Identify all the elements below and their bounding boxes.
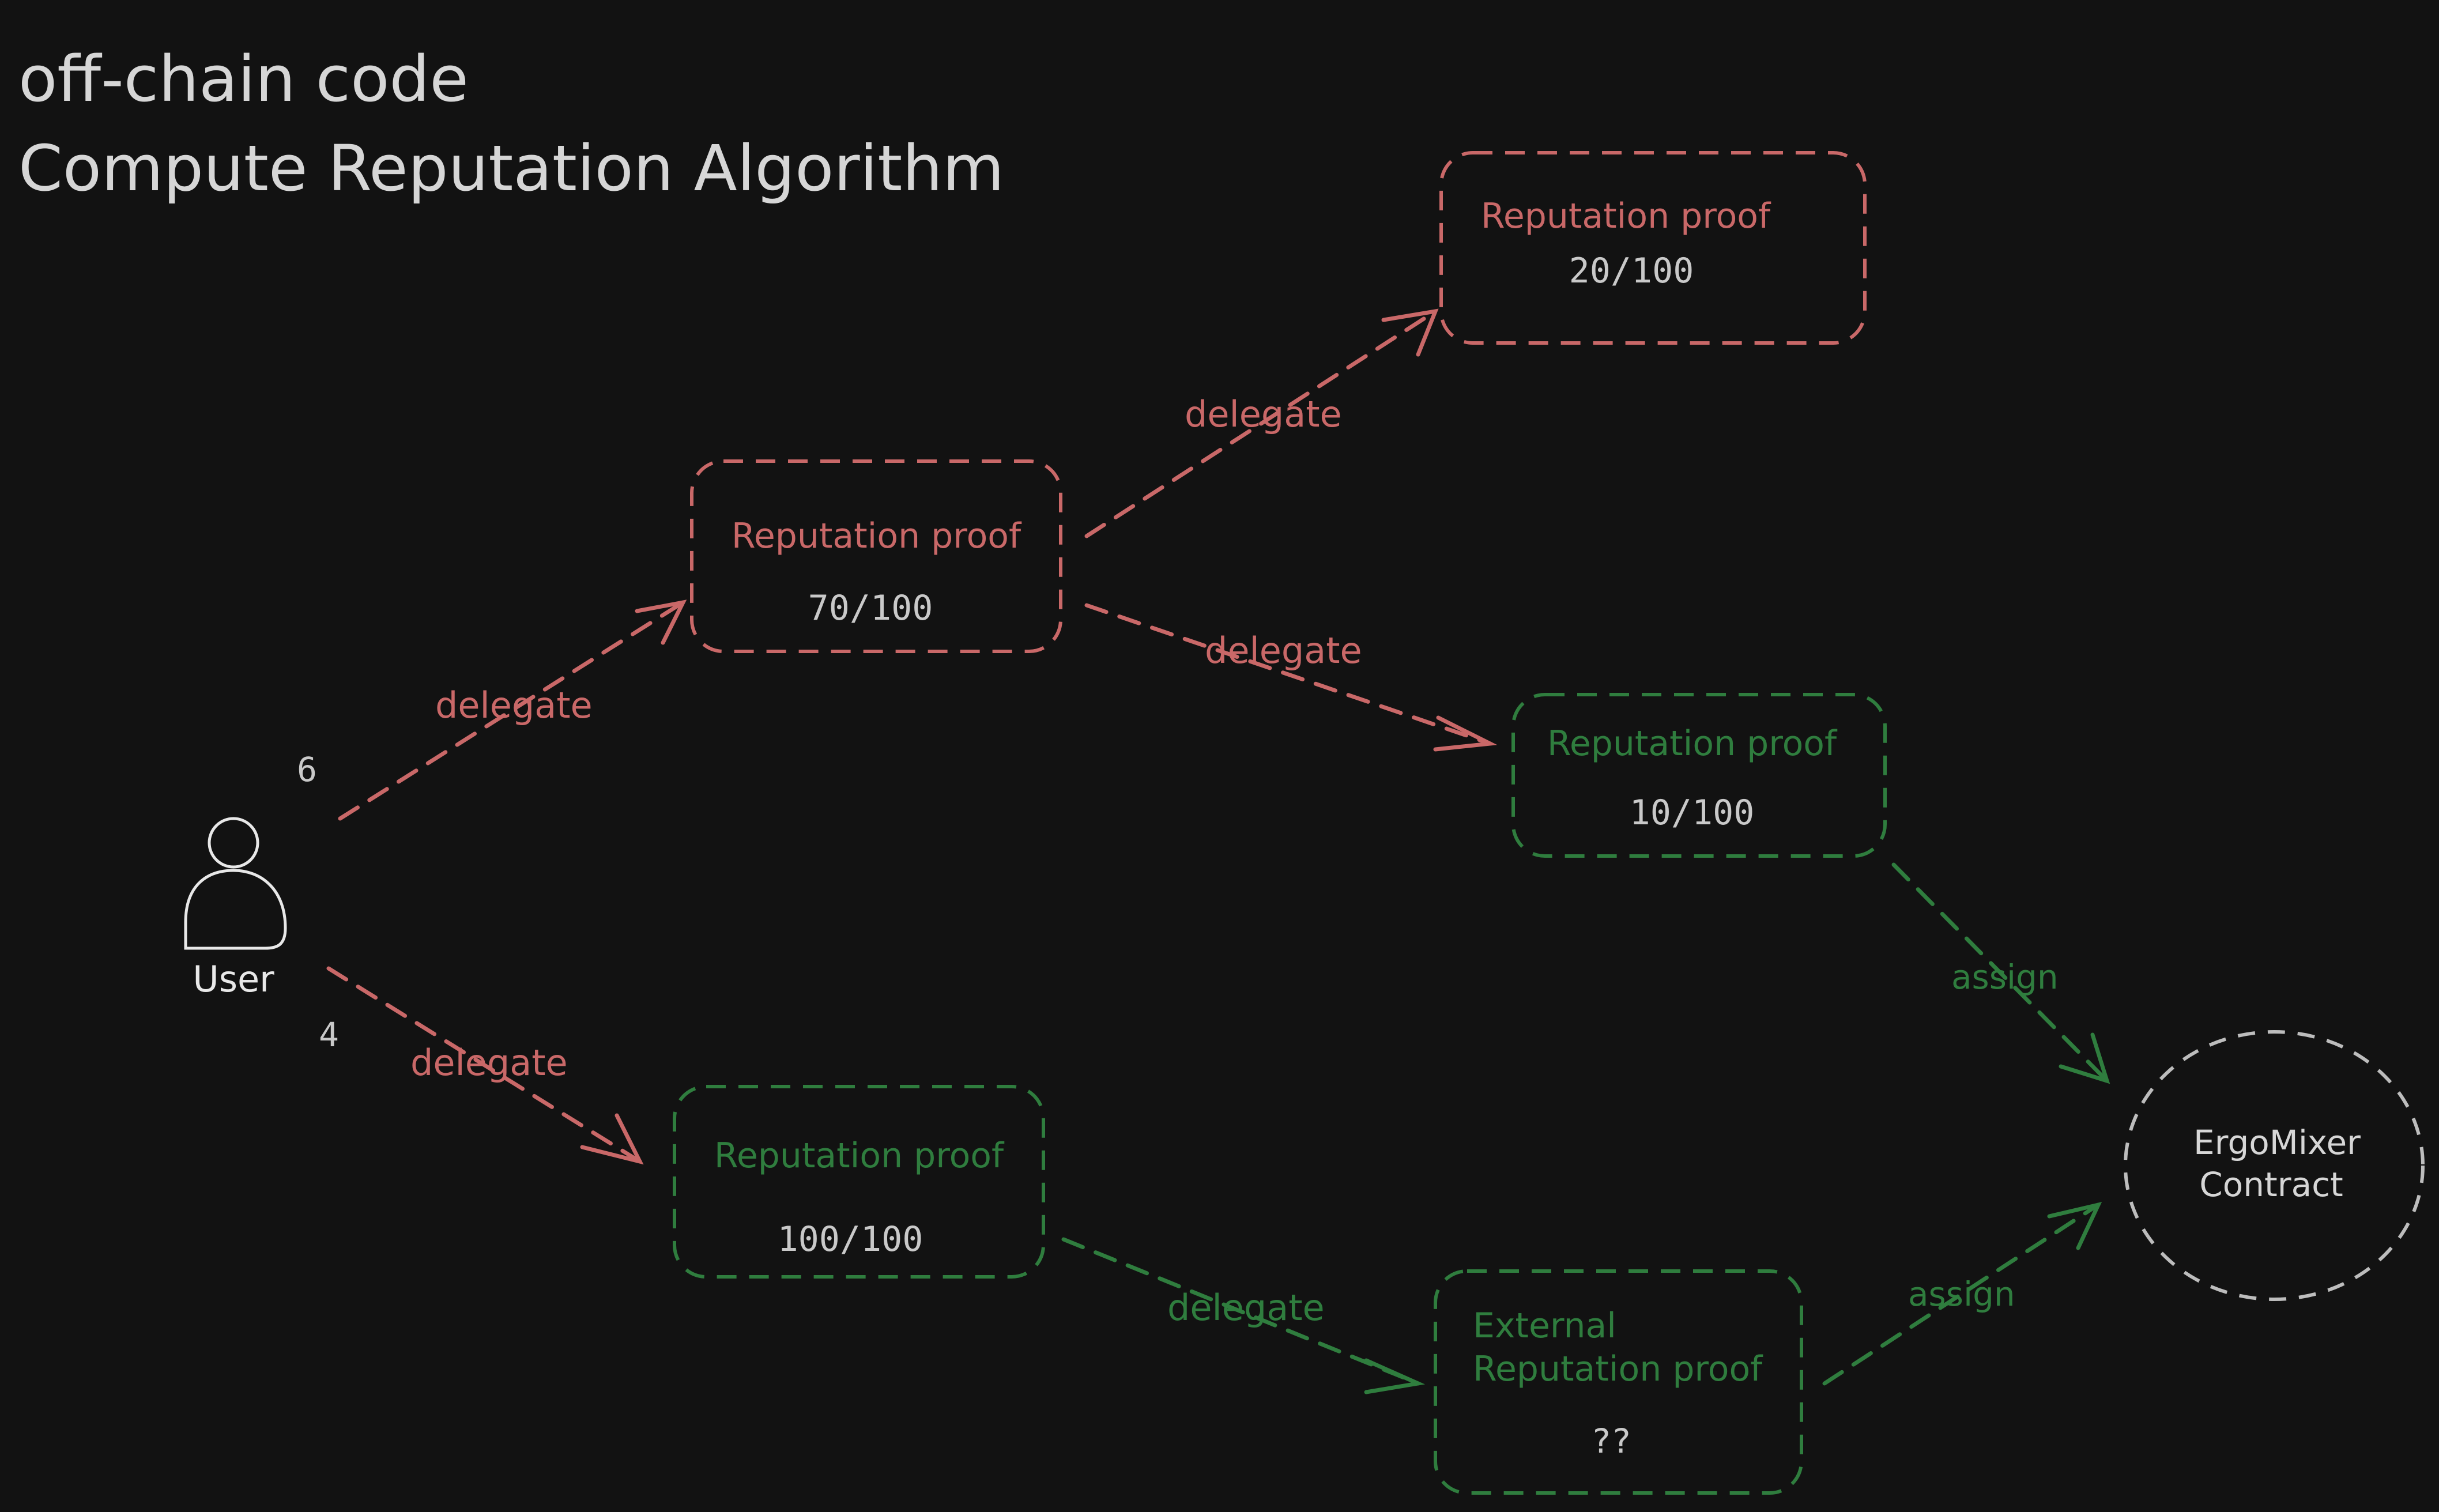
edge-user-to-proof-70 — [338, 600, 685, 821]
proof-node-100-border — [673, 1085, 1045, 1279]
proof-node-100-value: 100/100 — [778, 1219, 923, 1260]
title-line-2: Compute Reputation Algorithm — [18, 131, 1004, 205]
edge-proof-70-to-proof-10 — [1084, 603, 1492, 746]
edge-label-proof-10-to-contract: assign — [1951, 957, 2059, 997]
arrowhead-icon — [580, 1113, 644, 1165]
proof-node-70-value: 70/100 — [808, 588, 933, 628]
edge-label-external-to-contract: assign — [1908, 1275, 2015, 1314]
edge-label-user-to-proof-70: delegate — [435, 684, 593, 726]
proof-node-external-label-line-1: External — [1473, 1306, 1616, 1346]
edge-label-proof-100-to-external: delegate — [1167, 1287, 1325, 1329]
proof-node-100-label: Reputation proof — [714, 1136, 1005, 1176]
proof-node-20-label: Reputation proof — [1481, 196, 1771, 236]
proof-node-10-label: Reputation proof — [1547, 723, 1838, 764]
arrowhead-icon — [1433, 715, 1498, 752]
contract-label-line-1: ErgoMixer — [2193, 1123, 2361, 1162]
arrowhead-icon — [2047, 1201, 2102, 1250]
edge-label-user-to-proof-100: delegate — [410, 1042, 568, 1084]
edge-label-proof-70-to-proof-10: delegate — [1205, 629, 1362, 672]
title-line-1: off-chain code — [18, 42, 469, 116]
user-icon — [184, 817, 287, 950]
arrowhead-icon — [1381, 308, 1439, 357]
proof-node-100: Reputation proof 100/100 — [673, 1085, 1045, 1279]
arrowhead-icon — [2059, 1032, 2110, 1084]
proof-node-70-border — [690, 459, 1062, 653]
edge-user-to-proof-100 — [326, 966, 642, 1164]
proof-node-external-label-line-2: Reputation proof — [1473, 1349, 1763, 1389]
proof-node-external-border — [1434, 1269, 1803, 1495]
proof-node-20-border — [1439, 151, 1867, 345]
edge-label-proof-70-to-proof-20: delegate — [1185, 393, 1342, 435]
weight-top: 6 — [297, 750, 317, 789]
proof-node-external: External Reputation proof ?? — [1434, 1269, 1803, 1495]
proof-node-10: Reputation proof 10/100 — [1511, 693, 1887, 858]
edge-proof-10-to-contract — [1891, 862, 2109, 1083]
user-label: User — [193, 958, 274, 1000]
proof-node-70: Reputation proof 70/100 — [690, 459, 1062, 653]
proof-node-70-label: Reputation proof — [732, 516, 1022, 556]
proof-node-10-border — [1511, 693, 1887, 858]
proof-node-10-value: 10/100 — [1630, 793, 1755, 833]
edge-external-to-contract — [1822, 1202, 2101, 1386]
arrowhead-icon — [1364, 1358, 1426, 1394]
proof-node-external-value: ?? — [1591, 1421, 1631, 1461]
arrowhead-icon — [635, 599, 687, 645]
contract-label-line-2: Contract — [2199, 1165, 2343, 1204]
contract-node-border — [2124, 1030, 2425, 1301]
edge-proof-100-to-external — [1061, 1237, 1420, 1386]
proof-node-20: Reputation proof 20/100 — [1439, 151, 1867, 345]
proof-node-20-value: 20/100 — [1569, 251, 1694, 291]
weight-bottom: 4 — [319, 1015, 339, 1054]
contract-node: ErgoMixer Contract — [2124, 1030, 2425, 1301]
edge-proof-70-to-proof-20 — [1084, 309, 1438, 538]
